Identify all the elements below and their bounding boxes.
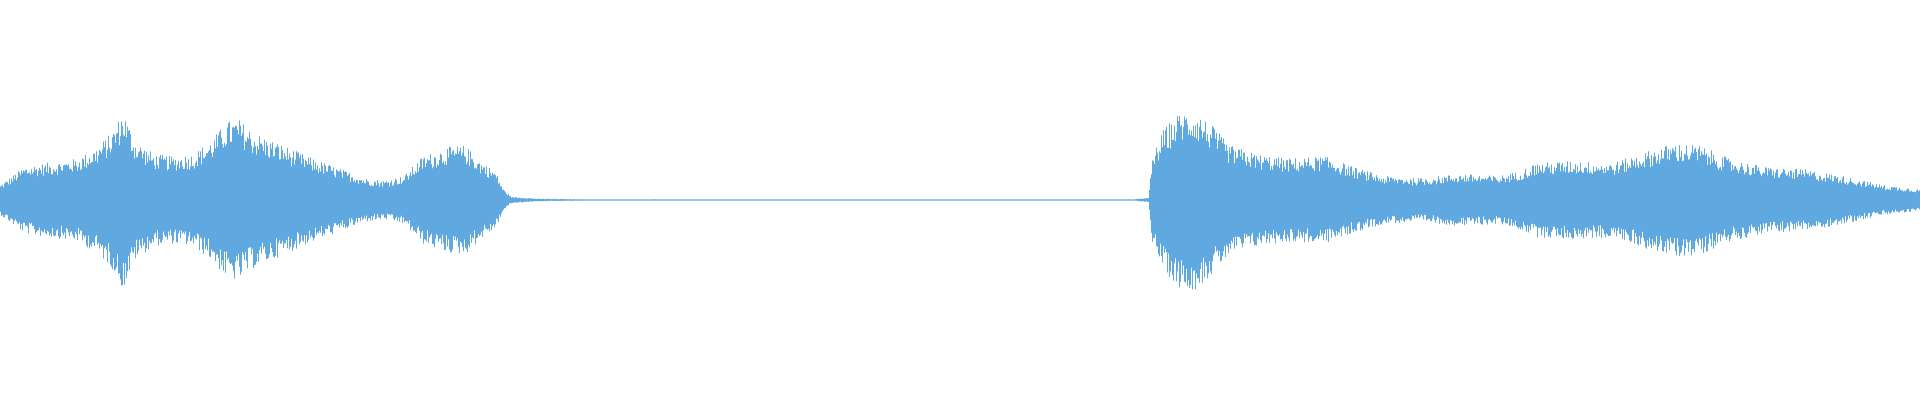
waveform-samples xyxy=(0,115,1920,290)
waveform-path xyxy=(0,115,1920,290)
